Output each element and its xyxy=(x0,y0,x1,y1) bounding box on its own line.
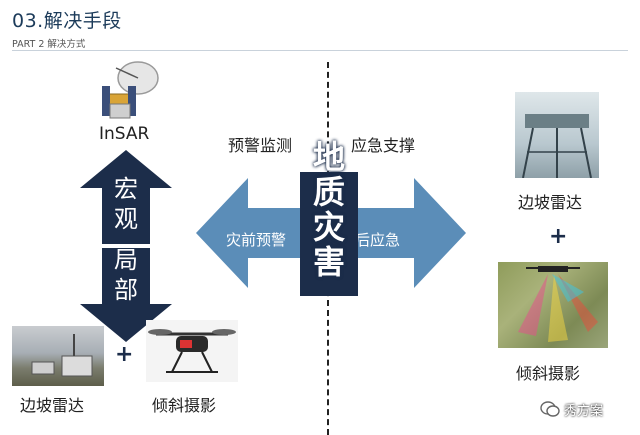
slope-radar-caption-right: 边坡雷达 xyxy=(518,193,583,212)
watermark-text: 秀方案 xyxy=(564,403,604,419)
local-label: 局部 xyxy=(114,246,138,304)
drone-photo-left xyxy=(146,320,238,382)
oblique-photography-image xyxy=(498,262,608,348)
wechat-icon xyxy=(540,401,560,417)
satellite-image xyxy=(102,61,159,119)
plus-sign-left: + xyxy=(115,342,134,367)
oblique-photography-caption-right: 倾斜摄影 xyxy=(516,364,581,383)
plus-sign-right: + xyxy=(549,224,568,249)
geological-disaster-title: 地 质 灾 害 xyxy=(300,140,358,280)
char-3: 灾 xyxy=(312,208,345,246)
page-title: 03.解决手段 xyxy=(12,10,122,32)
watermark: 秀方案 xyxy=(540,398,634,420)
pre-disaster-warning-text: 灾前预警 xyxy=(226,231,287,249)
slope-radar-photo-left xyxy=(12,326,104,386)
warning-monitoring-label: 预警监测 xyxy=(228,136,293,155)
header-divider xyxy=(12,50,628,51)
char-1: 地 xyxy=(312,138,345,176)
insar-caption: InSAR xyxy=(99,124,150,144)
macro-label: 宏观 xyxy=(114,175,138,233)
slope-radar-caption-left: 边坡雷达 xyxy=(20,396,85,415)
emergency-support-label: 应急支撑 xyxy=(351,136,416,155)
vertical-double-arrow xyxy=(80,150,172,342)
slope-radar-photo-right xyxy=(515,92,599,178)
char-4: 害 xyxy=(312,243,345,281)
char-2: 质 xyxy=(312,173,345,211)
geological-disaster-bar xyxy=(300,172,358,296)
page-subtitle: PART 2 解决方式 xyxy=(12,39,86,50)
oblique-photography-caption-left: 倾斜摄影 xyxy=(152,396,217,415)
vertical-arrow-separator xyxy=(102,244,150,248)
